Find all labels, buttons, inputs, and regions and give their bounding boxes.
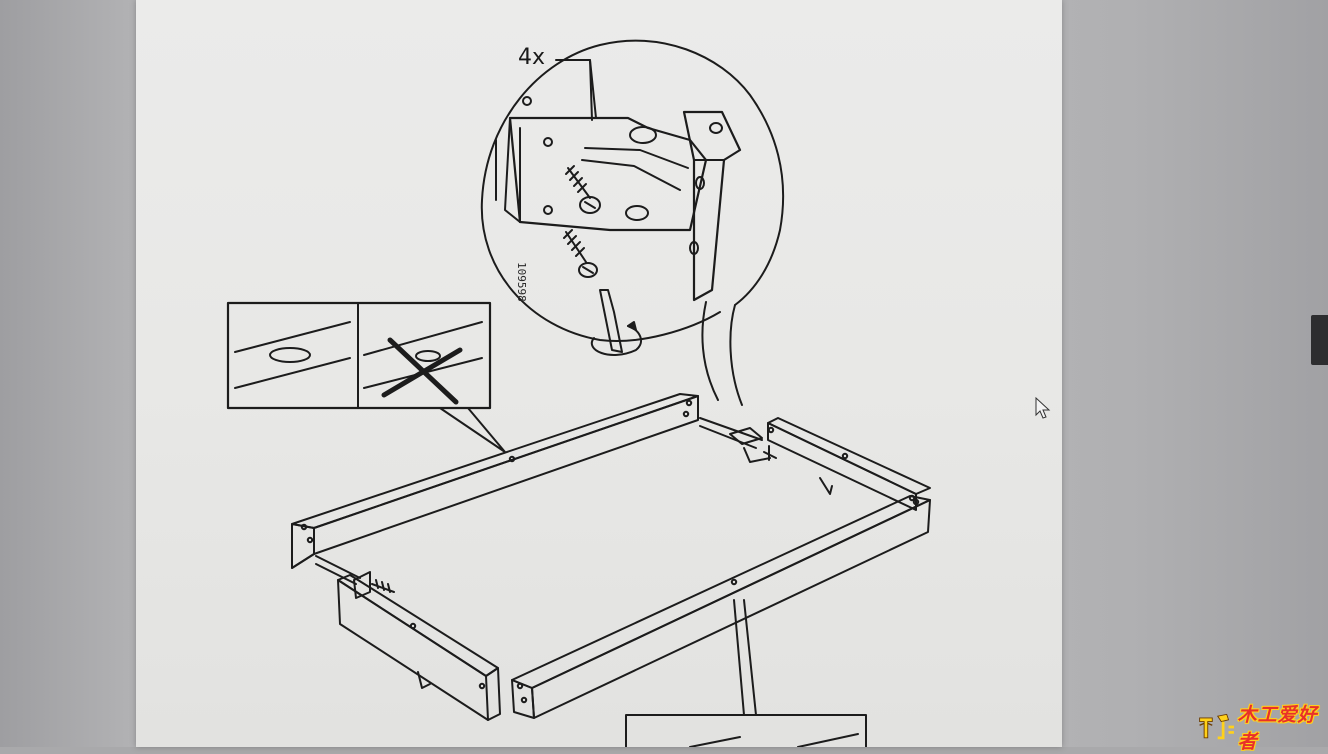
correct-hole-detail — [234, 321, 351, 389]
screw-icon — [563, 229, 598, 278]
hole-orientation-callout — [226, 301, 506, 453]
wrong-hole-detail — [363, 321, 483, 405]
cross-out-icon — [381, 337, 463, 405]
site-watermark: 木工爱好者 — [1196, 704, 1328, 753]
mouse-pointer-icon — [1035, 397, 1051, 419]
watermark-text: 木工爱好者 — [1237, 704, 1318, 753]
quantity-label: 4x — [518, 45, 546, 70]
bracket-detail-callout — [480, 39, 785, 406]
carpenter-logo-icon — [1199, 713, 1234, 740]
screw-icon — [565, 165, 601, 214]
part-number-label: 109598 — [515, 262, 528, 302]
frame-assembly — [291, 393, 931, 747]
screen-edge-tab[interactable] — [1311, 315, 1328, 365]
screwdriver-icon — [590, 289, 643, 356]
